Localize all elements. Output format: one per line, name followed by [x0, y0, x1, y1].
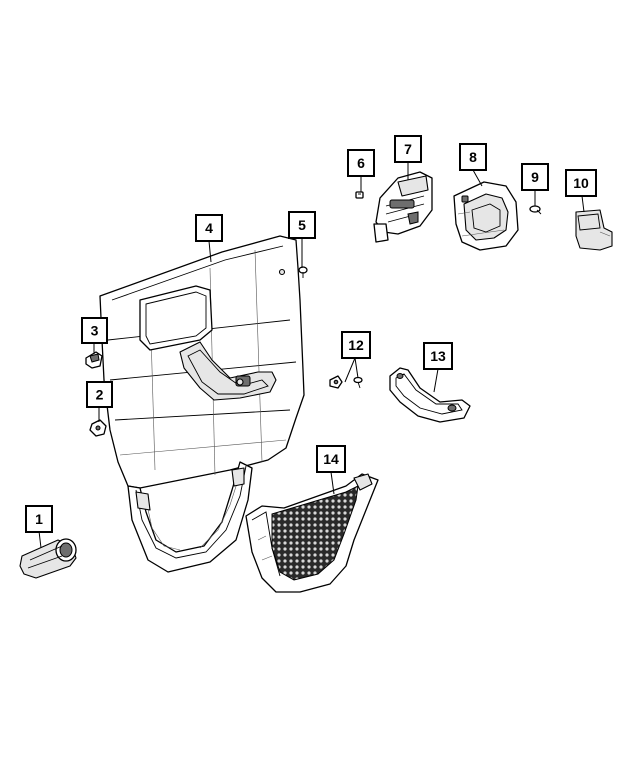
callout-5-label: 5 [298, 217, 306, 233]
callout-12-label: 12 [348, 337, 364, 353]
map-pocket-net [245, 473, 379, 593]
callout-1: 1 [25, 505, 53, 533]
callout-8: 8 [459, 143, 487, 171]
door-trim-panel [99, 235, 305, 573]
callout-7-label: 7 [404, 141, 412, 157]
callout-13: 13 [423, 342, 453, 370]
screw-5 [298, 266, 308, 278]
callout-4-label: 4 [205, 220, 213, 236]
callout-8-label: 8 [469, 149, 477, 165]
clip-11 [329, 375, 343, 389]
callout-9-label: 9 [531, 169, 539, 185]
callout-5: 5 [288, 211, 316, 239]
callout-12: 12 [341, 331, 371, 359]
pull-cup [19, 538, 77, 579]
callout-6-label: 6 [357, 155, 365, 171]
callout-7: 7 [394, 135, 422, 163]
callout-2: 2 [86, 381, 113, 408]
leader-lines [38, 162, 585, 549]
callout-2-label: 2 [96, 387, 104, 403]
callout-10: 10 [565, 169, 597, 197]
callout-4: 4 [195, 214, 223, 242]
pull-handle-strap [389, 367, 471, 423]
callout-14-label: 14 [323, 451, 339, 467]
callout-13-label: 13 [430, 348, 446, 364]
callout-6: 6 [347, 149, 375, 177]
callout-3-label: 3 [91, 323, 99, 339]
clip-2 [89, 419, 107, 437]
screw-6 [355, 191, 364, 199]
callout-3: 3 [81, 317, 108, 344]
push-pin-3 [85, 351, 103, 369]
callout-10-label: 10 [573, 175, 589, 191]
callout-9: 9 [521, 163, 549, 191]
switch-bezel [575, 209, 613, 251]
handle-bezel [453, 181, 519, 251]
callout-14: 14 [316, 445, 346, 473]
callout-1-label: 1 [35, 511, 43, 527]
screw-12 [353, 376, 363, 389]
door-handle [373, 171, 433, 243]
screw-9 [529, 205, 542, 215]
